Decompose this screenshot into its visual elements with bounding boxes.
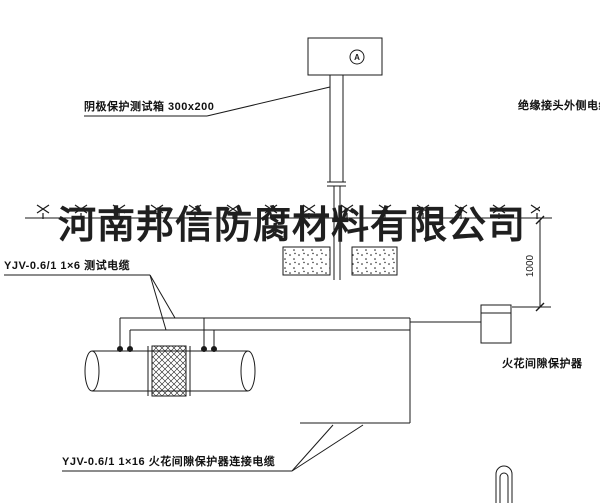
cable-runs xyxy=(119,317,481,424)
insulated-joint-cable-label: 绝缘接头外侧电缆 xyxy=(518,100,600,112)
test-box-label: 阴极保护测试箱 300x200 xyxy=(84,101,215,113)
pipe-section-symbol xyxy=(495,465,513,503)
spark-gap-protector-label: 火花间隙保护器 xyxy=(502,358,583,370)
ammeter-letter: A xyxy=(354,53,360,62)
ammeter-symbol-icon xyxy=(349,49,365,65)
company-watermark: 河南邦信防腐材料有限公司 xyxy=(58,202,527,247)
pipeline xyxy=(84,345,256,397)
spark-gap-protector xyxy=(480,304,512,344)
test-box-leader xyxy=(84,86,331,117)
spark-cable-leaders xyxy=(62,424,364,472)
cable-terminal-dot xyxy=(127,346,133,352)
dimension-1000 xyxy=(512,215,551,312)
test-box xyxy=(307,37,383,76)
insulated-joint xyxy=(151,345,187,397)
test-cable-label: YJV-0.6/1 1×6 测试电缆 xyxy=(4,260,131,272)
cable-terminal-dot xyxy=(211,346,217,352)
conduit-riser xyxy=(327,75,346,280)
spark-gap-cable-label: YJV-0.6/1 1×16 火花间隙保护器连接电缆 xyxy=(62,456,276,468)
ground-line xyxy=(25,203,552,219)
dimension-text: 1000 xyxy=(525,254,536,277)
cable-terminal-dot xyxy=(201,346,207,352)
test-cable-leaders xyxy=(4,274,176,331)
concrete-foundations xyxy=(282,246,398,276)
cable-terminal-dot xyxy=(117,346,123,352)
